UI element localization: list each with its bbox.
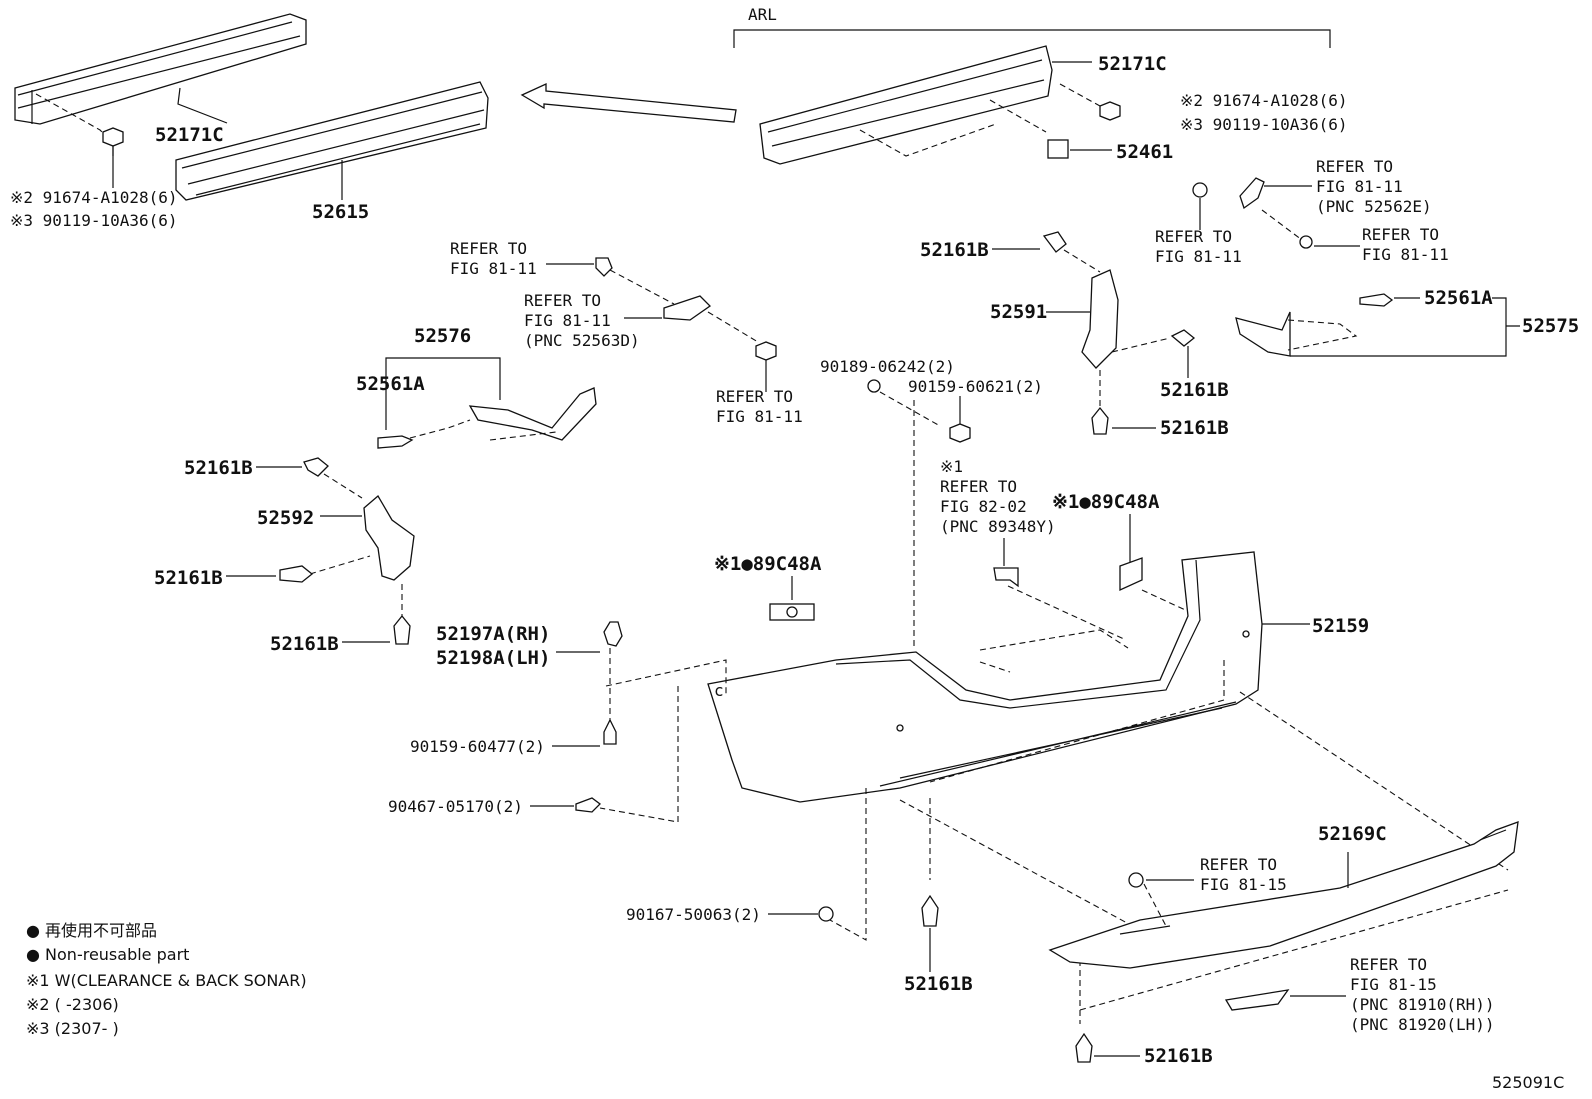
part-label-52576: 52576 bbox=[414, 325, 471, 347]
refer-8115b-1: REFER TO bbox=[1350, 955, 1427, 974]
lower-spoiler-52169c bbox=[1048, 821, 1519, 1011]
dash-links-bottom bbox=[829, 660, 1509, 1024]
direction-arrow-icon bbox=[520, 82, 737, 123]
refer-8115a-2: FIG 81-15 bbox=[1200, 875, 1287, 894]
legend-line-3: ※1 W(CLEARANCE & BACK SONAR) bbox=[26, 971, 307, 990]
legend-line-4: ※2 ( -2306) bbox=[26, 995, 119, 1014]
fastener-center bbox=[867, 379, 971, 650]
part-label-89c48a-r: ※1●89C48A bbox=[1052, 491, 1160, 513]
sensor-retainer bbox=[993, 514, 1195, 641]
note-90119-left: ※3 90119-10A36(6) bbox=[10, 211, 178, 230]
refer-52562e-3: (PNC 52562E) bbox=[1316, 197, 1432, 216]
clip-icon bbox=[1192, 177, 1360, 249]
svg-text:c: c bbox=[714, 681, 724, 700]
part-label-52171c-left: 52171C bbox=[155, 124, 224, 146]
part-label-52592: 52592 bbox=[257, 507, 314, 529]
refer-8115b-3: (PNC 81910(RH)) bbox=[1350, 995, 1495, 1014]
figure-code: 525091C bbox=[1492, 1073, 1564, 1092]
part-label-52161b-b-mid: 52161B bbox=[904, 973, 973, 995]
refer-8115b-4: (PNC 81920(LH)) bbox=[1350, 1015, 1495, 1034]
arl-label: ARL bbox=[748, 5, 777, 24]
refer-bolt-l-1: REFER TO bbox=[716, 387, 793, 406]
refer-bolt-b-1: REFER TO bbox=[1362, 225, 1439, 244]
bracket-52575 bbox=[1235, 293, 1520, 357]
refer-8202-2: FIG 82-02 bbox=[940, 497, 1027, 516]
clip-icon bbox=[1128, 872, 1194, 927]
part-label-52161b-l1: 52161B bbox=[184, 457, 253, 479]
part-label-52197a: 52197A(RH) bbox=[436, 623, 550, 645]
clip-bottom-low bbox=[1075, 1032, 1140, 1063]
refer-8202-3: (PNC 89348Y) bbox=[940, 517, 1056, 536]
part-label-90159-60621: 90159-60621(2) bbox=[908, 377, 1043, 396]
refer-8202-1: REFER TO bbox=[940, 477, 1017, 496]
part-label-90467: 90467-05170(2) bbox=[388, 797, 523, 816]
note-91674-left: ※2 91674-A1028(6) bbox=[10, 188, 178, 207]
part-label-90189: 90189-06242(2) bbox=[820, 357, 955, 376]
legend-line-2: ● Non-reusable part bbox=[26, 945, 189, 964]
part-label-90167: 90167-50063(2) bbox=[626, 905, 761, 924]
bracket-52592 bbox=[226, 457, 415, 645]
note-90119-right: ※3 90119-10A36(6) bbox=[1180, 115, 1348, 134]
sensor-retainer-left bbox=[769, 576, 815, 621]
part-label-52161b-r-low: 52161B bbox=[1160, 417, 1229, 439]
part-label-52171c-arl: 52171C bbox=[1098, 53, 1167, 75]
bolt-icon bbox=[1059, 83, 1121, 121]
refer-563d-3: (PNC 52563D) bbox=[524, 331, 640, 350]
part-label-89c48a-l: ※1●89C48A bbox=[714, 553, 822, 575]
refer-clip-a-1: REFER TO bbox=[1155, 227, 1232, 246]
bracket-52591 bbox=[992, 231, 1196, 435]
part-label-52161b-b-low: 52161B bbox=[1144, 1045, 1213, 1067]
bolt-icon bbox=[102, 127, 124, 188]
part-label-90159-60477: 90159-60477(2) bbox=[410, 737, 545, 756]
part-label-52161b-l3: 52161B bbox=[270, 633, 339, 655]
part-label-52461: 52461 bbox=[1116, 141, 1173, 163]
refer-bolt-l-2: FIG 81-11 bbox=[716, 407, 803, 426]
bumper-beam-52615 bbox=[175, 81, 489, 201]
clip-icon bbox=[546, 257, 777, 392]
legend-line-1: ● 再使用不可部品 bbox=[26, 921, 157, 940]
part-label-52575: 52575 bbox=[1522, 315, 1579, 337]
part-label-52169c: 52169C bbox=[1318, 823, 1387, 845]
bumper-cover-52159: c bbox=[707, 551, 1310, 803]
part-label-52561a-r: 52561A bbox=[1424, 287, 1493, 309]
refer-bolt-b-2: FIG 81-11 bbox=[1362, 245, 1449, 264]
fasteners-left bbox=[530, 621, 727, 823]
part-label-52161b-l2: 52161B bbox=[154, 567, 223, 589]
part-label-52561a-l: 52561A bbox=[356, 373, 425, 395]
part-label-52159: 52159 bbox=[1312, 615, 1369, 637]
refer-clip-a-2: FIG 81-11 bbox=[1155, 247, 1242, 266]
arl-bracket: ARL bbox=[733, 5, 1331, 48]
refer-52562e-2: FIG 81-11 bbox=[1316, 177, 1403, 196]
refer-8115a-1: REFER TO bbox=[1200, 855, 1277, 874]
clip-bottom-mid bbox=[921, 894, 939, 972]
spacer-52461 bbox=[1047, 139, 1112, 159]
part-label-52198a: 52198A(LH) bbox=[436, 647, 550, 669]
refer-563d-2: FIG 81-11 bbox=[524, 311, 611, 330]
part-label-52615: 52615 bbox=[312, 201, 369, 223]
refer-52562e-1: REFER TO bbox=[1316, 157, 1393, 176]
refer-8202-0: ※1 bbox=[940, 457, 963, 476]
reinforcement-rail-left bbox=[14, 13, 307, 141]
part-label-52161b-r-mid: 52161B bbox=[1160, 379, 1229, 401]
reinforcement-rail-arl bbox=[759, 45, 1092, 165]
refer-top-l-2: FIG 81-11 bbox=[450, 259, 537, 278]
part-label-52161b-r-top: 52161B bbox=[920, 239, 989, 261]
note-91674-right: ※2 91674-A1028(6) bbox=[1180, 91, 1348, 110]
nut-90167 bbox=[768, 906, 834, 922]
legend: ● 再使用不可部品 ● Non-reusable part ※1 W(CLEAR… bbox=[26, 921, 307, 1038]
refer-top-l-1: REFER TO bbox=[450, 239, 527, 258]
bracket-52576 bbox=[377, 357, 597, 449]
legend-line-5: ※3 (2307- ) bbox=[26, 1019, 119, 1038]
refer-8115b-2: FIG 81-15 bbox=[1350, 975, 1437, 994]
refer-563d-1: REFER TO bbox=[524, 291, 601, 310]
part-label-52591: 52591 bbox=[990, 301, 1047, 323]
